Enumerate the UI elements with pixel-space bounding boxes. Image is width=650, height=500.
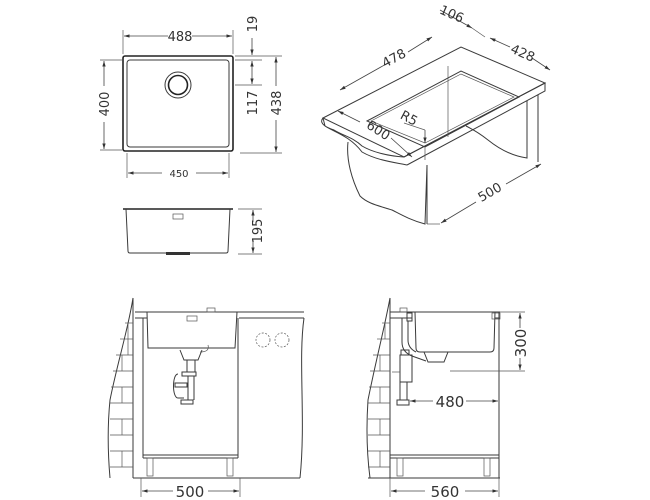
section-view: 195: [123, 208, 266, 255]
front-cabinet-view: 500: [107, 297, 305, 500]
isometric-view: 106 428 478 R5 600 500: [321, 3, 551, 225]
dim-106-label: 106: [437, 3, 466, 27]
drain-outer-icon: [164, 71, 192, 99]
dim-450-label: 450: [169, 169, 188, 180]
dim-117-label: 117: [246, 91, 261, 116]
dim-428-label: 428: [508, 42, 537, 66]
dim-600-label: 600: [363, 118, 392, 144]
top-view: 488 450 400 19 117 438: [98, 16, 285, 180]
sink-outline-inner: [126, 59, 230, 148]
dim-480-label: 480: [436, 393, 465, 411]
dim-300-label: 300: [512, 329, 530, 358]
dim-560-label: 560: [431, 483, 460, 500]
dim-195-label: 195: [251, 219, 266, 244]
sink-outline-outer: [122, 55, 234, 152]
drain-inner-icon: [167, 74, 189, 96]
dim-500-front-label: 500: [176, 483, 205, 500]
side-cabinet-view: 300 480 560: [366, 297, 530, 500]
radius-label: R5: [397, 108, 419, 129]
dim-500-iso-label: 500: [476, 180, 505, 205]
dim-488-label: 488: [168, 30, 193, 45]
dim-400-label: 400: [98, 92, 113, 117]
dim-19-label: 19: [246, 16, 261, 33]
dim-438-label: 438: [270, 91, 285, 116]
dim-478-label: 478: [380, 46, 409, 71]
